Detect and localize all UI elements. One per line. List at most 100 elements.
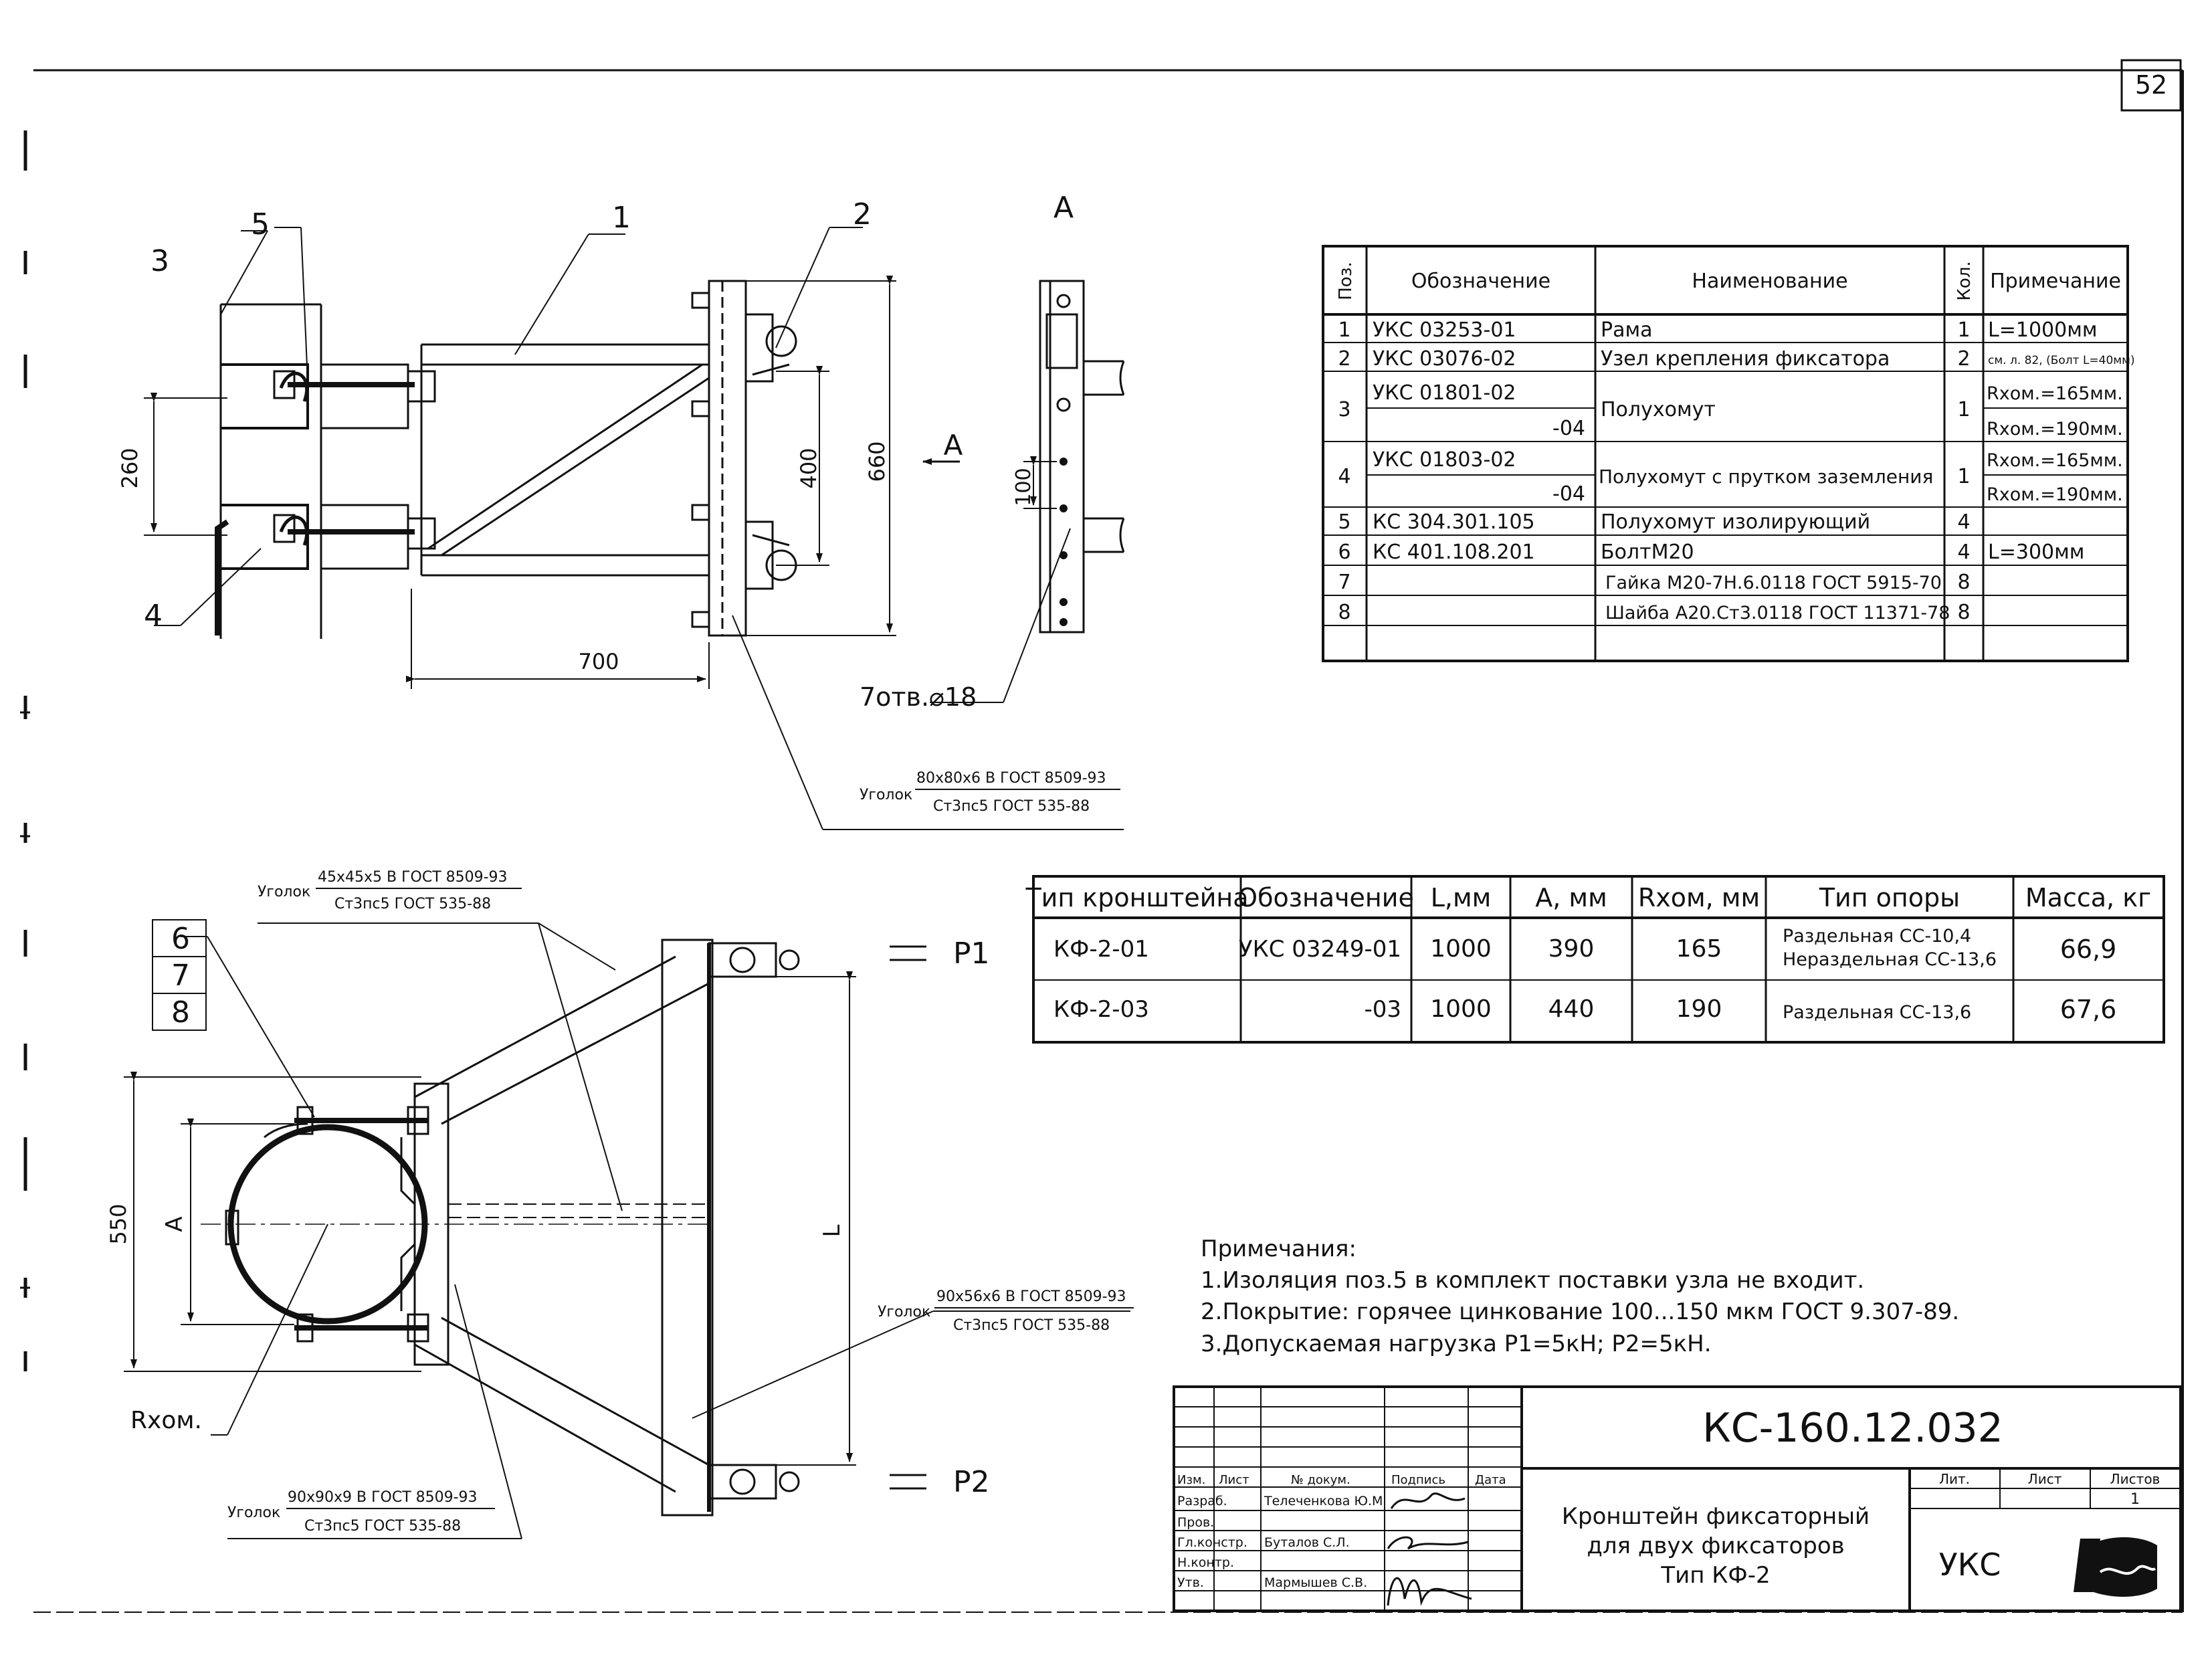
- angle-label-3-bottom: Ст3пс5 ГОСТ 535-88: [953, 1317, 1110, 1334]
- spec-r4-note: Rхом.=165мм.: [1987, 450, 2123, 471]
- tb-lit-label: Лит.: [1939, 1471, 1970, 1487]
- type-r2-mass: 67,6: [2060, 995, 2117, 1024]
- tb-col-date: Дата: [1475, 1473, 1506, 1487]
- load-p2: P2: [953, 1465, 990, 1499]
- angle-label-1-prefix: Уголок: [860, 787, 912, 803]
- type-header-6: Масса, кг: [2025, 883, 2151, 912]
- type-r2-support: Раздельная СС-13,6: [1783, 1002, 1971, 1023]
- tb-role-3: Гл.констр.: [1177, 1535, 1247, 1550]
- notes: Примечания: 1.Изоляция поз.5 в комплект …: [1201, 1236, 1959, 1357]
- tb-sheets-label: Листов: [2110, 1471, 2160, 1487]
- type-r2-type: КФ-2-03: [1053, 996, 1149, 1023]
- callout-1: 1: [612, 201, 631, 235]
- type-header-2: L,мм: [1431, 883, 1492, 912]
- callout-stack: 6 7 8: [152, 919, 207, 1031]
- spec-r4-qty: 1: [1957, 465, 1970, 488]
- type-table: [1032, 875, 2165, 1044]
- tb-sheet-label: Лист: [2028, 1471, 2062, 1487]
- tb-title-2: для двух фиксаторов: [1587, 1533, 1844, 1559]
- section-arrow-a: A: [944, 429, 963, 462]
- spec-r6-qty: 4: [1957, 541, 1970, 564]
- type-r1-l: 1000: [1430, 935, 1492, 963]
- signature-marks: [1387, 1492, 1472, 1606]
- dim-260: 260: [117, 448, 142, 488]
- tb-role-4: Н.контр.: [1177, 1555, 1234, 1570]
- spec-r2-note: см. л. 82, (Болт L=40мм): [1988, 354, 2135, 367]
- callout-7: 7: [171, 959, 190, 993]
- spec-header-pos: Поз.: [1336, 262, 1356, 300]
- angle-label-1-top: 80х80х6 В ГОСТ 8509-93: [916, 770, 1106, 787]
- sheet-number: 52: [2135, 70, 2167, 100]
- tb-name-1: Телеченкова Ю.М: [1264, 1494, 1383, 1508]
- type-header-1: Обозначение: [1237, 883, 1414, 912]
- tb-col-sign: Подпись: [1391, 1473, 1445, 1487]
- tb-sheets-count: 1: [2130, 1491, 2140, 1508]
- spec-r1-note: L=1000мм: [1988, 318, 2097, 342]
- note-2: 2.Покрытие: горячее цинкование 100...150…: [1201, 1298, 1959, 1325]
- type-r2-a: 440: [1548, 995, 1595, 1023]
- spec-r6-pos: 6: [1338, 541, 1350, 564]
- spec-r6-name: БолтМ20: [1601, 541, 1694, 564]
- angle-label-1: Уголок 80х80х6 В ГОСТ 8509-93 Ст3пс5 ГОС…: [860, 770, 1120, 815]
- spec-header-note: Примечание: [1990, 270, 2121, 293]
- angle-label-4-bottom: Ст3пс5 ГОСТ 535-88: [304, 1518, 461, 1535]
- spec-r1-des: УКС 03253-01: [1373, 318, 1516, 342]
- angle-label-3-top: 90х56х6 В ГОСТ 8509-93: [936, 1288, 1126, 1305]
- spec-r7-name: Гайка М20-7Н.6.0118 ГОСТ 5915-70: [1605, 573, 1942, 593]
- spec-r2-des: УКС 03076-02: [1373, 347, 1516, 371]
- spec-r8-qty: 8: [1957, 601, 1970, 624]
- bottom-view-dimensions: [124, 922, 1130, 1539]
- tb-code: КС-160.12.032: [1702, 1405, 2003, 1452]
- spec-r1-qty: 1: [1957, 318, 1970, 342]
- dim-550: 550: [106, 1203, 131, 1244]
- spec-r6-note: L=300мм: [1988, 541, 2084, 564]
- tb-col-list: Лист: [1219, 1473, 1249, 1487]
- spec-r3-des: УКС 01801-02: [1373, 381, 1516, 405]
- angle-label-4-top: 90х90х9 В ГОСТ 8509-93: [288, 1489, 478, 1506]
- callout-2: 2: [853, 197, 872, 231]
- company-logo: [2074, 1537, 2157, 1597]
- spec-table: [1322, 245, 2129, 662]
- type-r2-des: -03: [1364, 996, 1401, 1023]
- holes-label: 7отв.⌀18: [860, 682, 977, 712]
- spec-r5-qty: 4: [1957, 510, 1970, 534]
- spec-r7-qty: 8: [1957, 571, 1970, 594]
- spec-r3b-des: -04: [1552, 417, 1585, 440]
- rhom-label: Rхом.: [130, 1407, 202, 1434]
- spec-r3-pos: 3: [1338, 398, 1350, 421]
- type-header-3: А, мм: [1535, 883, 1607, 912]
- tb-org: УКС: [1939, 1547, 2001, 1583]
- spec-header-designation: Обозначение: [1411, 270, 1550, 293]
- type-r1-mass: 66,9: [2060, 935, 2117, 964]
- spec-r3-qty: 1: [1957, 398, 1970, 421]
- angle-label-3-prefix: Уголок: [878, 1304, 930, 1321]
- spec-r4b-des: -04: [1552, 482, 1585, 506]
- spec-header-name: Наименование: [1692, 270, 1847, 293]
- dim-660: 660: [864, 441, 890, 482]
- top-view-drawing: [215, 280, 797, 639]
- spec-r7-pos: 7: [1338, 571, 1350, 594]
- top-view-leaders: [154, 227, 1124, 830]
- view-a-drawing: [1039, 280, 1125, 633]
- spec-r1-pos: 1: [1338, 318, 1350, 342]
- tb-col-izm: Изм.: [1177, 1473, 1205, 1487]
- type-r1-a: 390: [1548, 935, 1595, 963]
- spec-r1-name: Рама: [1601, 318, 1653, 342]
- spec-r3-name: Полухомут: [1601, 398, 1716, 421]
- type-r2-l: 1000: [1430, 995, 1492, 1023]
- spec-r2-qty: 2: [1957, 347, 1970, 371]
- spec-r8-name: Шайба А20.Ст3.0118 ГОСТ 11371-78: [1605, 603, 1950, 623]
- spec-r3b-note: Rхом.=190мм.: [1987, 419, 2123, 440]
- angle-label-2-bottom: Ст3пс5 ГОСТ 535-88: [334, 896, 491, 912]
- bottom-view-drawing: [225, 939, 800, 1517]
- tb-col-doc: № докум.: [1291, 1473, 1350, 1487]
- spec-header-qty: Кол.: [1954, 261, 1975, 300]
- spec-r3-note: Rхом.=165мм.: [1987, 383, 2123, 404]
- spec-r5-des: КС 304.301.105: [1373, 510, 1535, 534]
- type-r1-des: УКС 03249-01: [1239, 936, 1401, 963]
- tb-title-1: Кронштейн фиксаторный: [1562, 1503, 1870, 1530]
- spec-r2-pos: 2: [1338, 347, 1350, 371]
- tb-name-3: Буталов С.Л.: [1264, 1535, 1350, 1550]
- angle-label-2-top: 45х45х5 В ГОСТ 8509-93: [318, 869, 508, 886]
